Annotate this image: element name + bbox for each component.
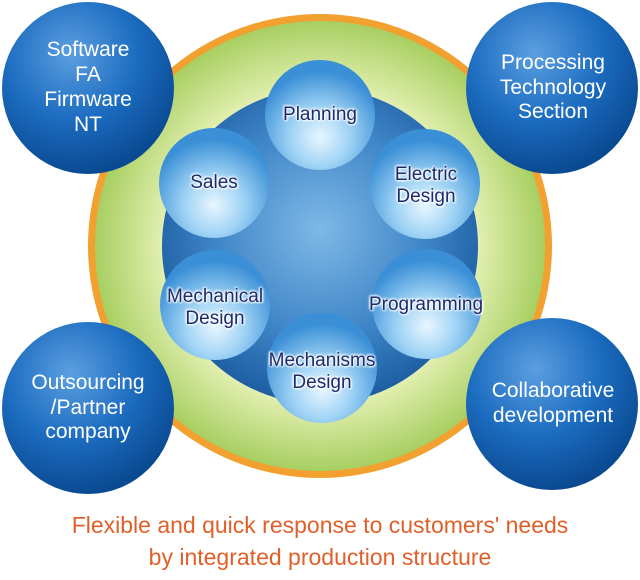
inner-node-planning	[265, 60, 375, 170]
inner-node-programming-label: Programming	[368, 293, 484, 315]
inner-node-sales-label: Sales	[190, 171, 238, 193]
inner-node-mechanisms-label: Mechanisms Design	[268, 349, 376, 393]
inner-node-electric	[370, 129, 480, 239]
inner-node-mechanisms	[267, 313, 377, 423]
inner-node-planning-label: Planning	[283, 103, 357, 125]
inner-node-mechanical-label: Mechanical Design	[166, 285, 264, 329]
outer-node-outsourcing-label: Outsourcing /Partner company	[31, 370, 145, 444]
outer-node-software	[2, 2, 174, 174]
outer-node-collaborative	[466, 318, 638, 490]
inner-node-electric-label: Electric Design	[394, 163, 458, 207]
outer-node-collaborative-label: Collaborative development	[491, 379, 615, 427]
caption-line-2: by integrated production structure	[148, 544, 492, 570]
inner-node-programming	[372, 249, 482, 359]
caption-line-1: Flexible and quick response to customers…	[71, 512, 569, 538]
outer-node-software-label: Software FA Firmware NT	[44, 38, 132, 136]
outer-node-outsourcing	[2, 322, 174, 494]
inner-node-mechanical	[160, 250, 270, 360]
outer-node-processing-label: Processing Technology Section	[499, 50, 607, 124]
inner-node-sales	[159, 128, 269, 238]
outer-node-processing	[466, 2, 638, 174]
